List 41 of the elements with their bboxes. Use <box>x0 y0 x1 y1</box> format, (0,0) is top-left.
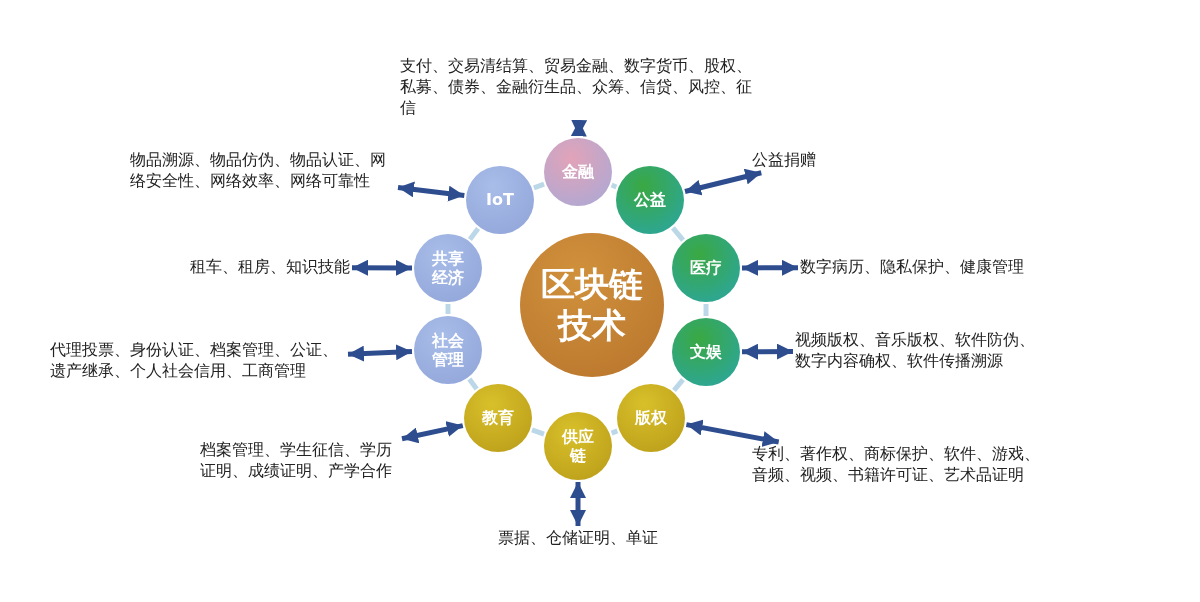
application-text: 公益捐赠 <box>752 150 872 171</box>
application-text: 租车、租房、知识技能 <box>150 257 350 278</box>
topic-circle: 社会管理 <box>414 316 482 384</box>
application-text: 专利、著作权、商标保护、软件、游戏、音频、视频、书籍许可证、艺术品证明 <box>752 444 1048 486</box>
connector-line <box>531 427 545 437</box>
topic-circle: 医疗 <box>672 234 740 302</box>
application-text: 票据、仓储证明、单证 <box>478 528 678 549</box>
connector-line <box>703 304 709 316</box>
application-text: 代理投票、身份认证、档案管理、公证、遗产继承、个人社会信用、工商管理 <box>50 340 346 382</box>
double-arrow <box>352 259 412 276</box>
connector-line <box>610 428 619 436</box>
topic-circle: 公益 <box>616 166 684 234</box>
double-arrow <box>570 482 586 526</box>
double-arrow <box>401 421 464 444</box>
double-arrow <box>684 168 762 196</box>
center-circle: 区块链技术 <box>520 233 664 377</box>
topic-circle: 供应链 <box>544 412 612 480</box>
connector-line <box>670 226 686 242</box>
double-arrow <box>685 419 780 447</box>
topic-circle: 共享经济 <box>414 234 482 302</box>
application-text: 数字病历、隐私保护、健康管理 <box>800 257 1060 278</box>
double-arrow <box>397 181 465 202</box>
topic-circle: 版权 <box>617 384 685 452</box>
connector-line <box>467 377 479 391</box>
connector-line <box>610 182 618 190</box>
double-arrow <box>742 343 793 360</box>
application-text: 档案管理、学生征信、学历证明、成绩证明、产学合作 <box>200 440 400 482</box>
topic-circle: 教育 <box>464 384 532 452</box>
application-text: 支付、交易清结算、贸易金融、数字货币、股权、私募、债券、金融衍生品、众筹、信贷、风控、征信 <box>400 56 760 119</box>
connector-line <box>467 227 481 241</box>
connector-line <box>445 304 451 314</box>
application-text: 物品溯源、物品仿伪、物品认证、网络安全性、网络效率、网络可靠性 <box>130 150 396 192</box>
double-arrow <box>742 259 798 276</box>
topic-circle: 文娱 <box>672 318 740 386</box>
application-text: 视频版权、音乐版权、软件防伪、数字内容确权、软件传播溯源 <box>795 330 1043 372</box>
double-arrow <box>347 344 413 362</box>
topic-circle: IoT <box>466 166 534 234</box>
connector-line <box>533 181 545 191</box>
topic-circle: 金融 <box>544 138 612 206</box>
double-arrow <box>570 119 588 137</box>
connector-line <box>672 378 685 392</box>
